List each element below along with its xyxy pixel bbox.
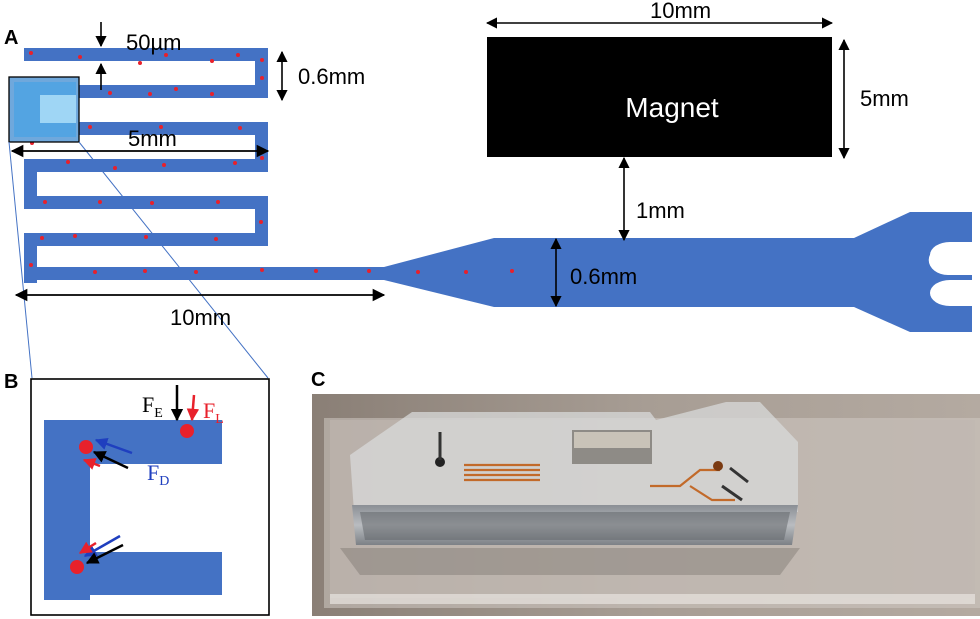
panel-c-label: C (311, 369, 325, 391)
dim-wide-channel-label: 0.6mm (570, 264, 637, 289)
dim-serpentine-width-label: 5mm (128, 126, 177, 151)
dim-magnet-width-label: 10mm (650, 0, 711, 23)
force-l-label: FL (203, 398, 224, 427)
device-photo (312, 394, 980, 616)
dim-magnet-gap-label: 1mm (636, 198, 685, 223)
particles (29, 51, 514, 274)
dim-outlet-length-label: 10mm (170, 305, 231, 330)
panel-b-label: B (4, 371, 18, 393)
dim-channel-gap-label: 0.6mm (298, 64, 365, 89)
panel-a-label: A (4, 27, 18, 49)
force-d-label: FD (147, 460, 169, 489)
zoom-highlight-box (8, 76, 80, 143)
force-e-label: FE (142, 392, 163, 421)
dim-magnet-height-label: 5mm (860, 86, 909, 111)
magnet-block (487, 37, 832, 157)
zoom-particles (70, 424, 194, 574)
dim-channel-width-label: 50µm (126, 30, 181, 55)
zoom-lines (8, 141, 269, 379)
outlet-fork (930, 242, 980, 306)
zoom-channel (44, 420, 222, 600)
magnet-label: Magnet (625, 92, 719, 123)
force-arrows (78, 385, 200, 565)
